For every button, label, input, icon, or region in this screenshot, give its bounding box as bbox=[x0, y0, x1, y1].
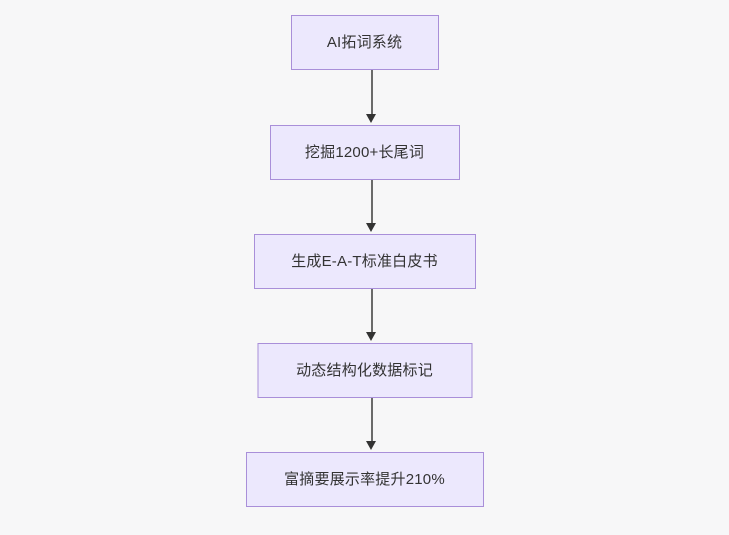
flow-node-label: 挖掘1200+长尾词 bbox=[304, 144, 425, 161]
flow-node-label: 富摘要展示率提升210% bbox=[284, 471, 445, 488]
arrow-down-icon bbox=[366, 441, 376, 450]
flow-node-dynamic-structured-data-markup[interactable]: 动态结构化数据标记 bbox=[257, 343, 472, 398]
flow-node-label: 动态结构化数据标记 bbox=[296, 362, 433, 379]
arrow-down-icon bbox=[366, 332, 376, 341]
flow-node-mine-longtail-keywords[interactable]: 挖掘1200+长尾词 bbox=[269, 125, 460, 180]
arrow-down-icon bbox=[366, 223, 376, 232]
arrow-down-icon bbox=[366, 114, 376, 123]
flow-node-generate-eat-whitepaper[interactable]: 生成E-A-T标准白皮书 bbox=[253, 234, 476, 289]
flow-edge-connector bbox=[371, 398, 373, 442]
flow-edge-connector bbox=[371, 289, 373, 333]
flow-edge-connector bbox=[371, 70, 373, 115]
flow-node-ai-keyword-system[interactable]: AI拓词系统 bbox=[290, 15, 439, 70]
flow-node-rich-snippet-rate-increase[interactable]: 富摘要展示率提升210% bbox=[245, 452, 484, 507]
flow-node-label: AI拓词系统 bbox=[326, 34, 403, 51]
flow-node-label: 生成E-A-T标准白皮书 bbox=[291, 253, 438, 270]
flow-edge-connector bbox=[371, 180, 373, 224]
